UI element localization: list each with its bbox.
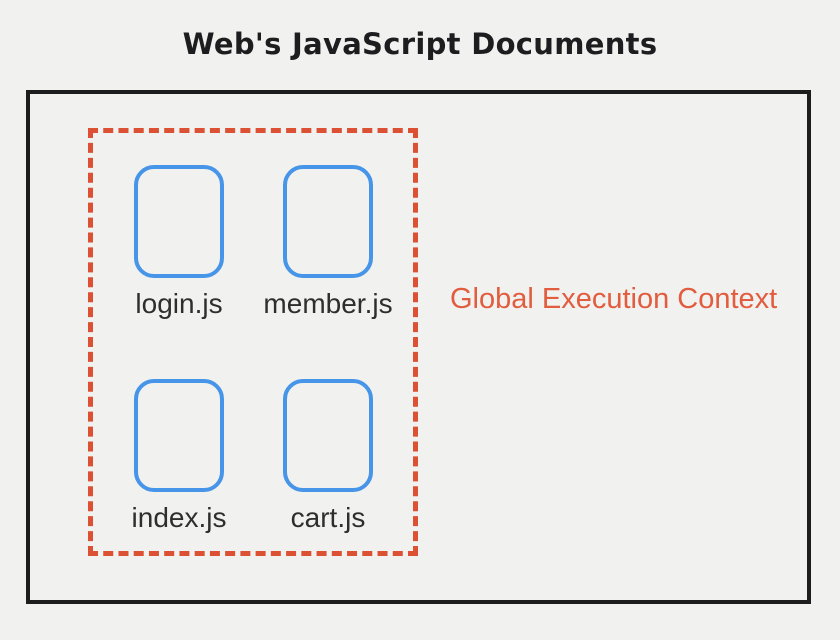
file-item-member: member.js	[263, 165, 393, 320]
file-item-login: login.js	[134, 165, 224, 320]
js-file-box-login	[134, 165, 224, 278]
js-file-box-member	[283, 165, 373, 278]
js-file-label-login: login.js	[135, 288, 223, 319]
diagram-title: Web's JavaScript Documents	[182, 27, 658, 61]
js-file-label-cart: cart.js	[290, 502, 366, 533]
web-documents-container	[26, 90, 811, 604]
file-item-index: index.js	[131, 379, 227, 534]
js-file-box-cart	[283, 379, 373, 492]
global-execution-context-boundary	[88, 128, 418, 556]
js-file-label-index: index.js	[131, 502, 227, 533]
js-file-label-member: member.js	[263, 288, 393, 319]
global-execution-context-label: Global Execution Context	[450, 283, 778, 315]
file-item-cart: cart.js	[283, 379, 373, 534]
js-file-box-index	[134, 379, 224, 492]
